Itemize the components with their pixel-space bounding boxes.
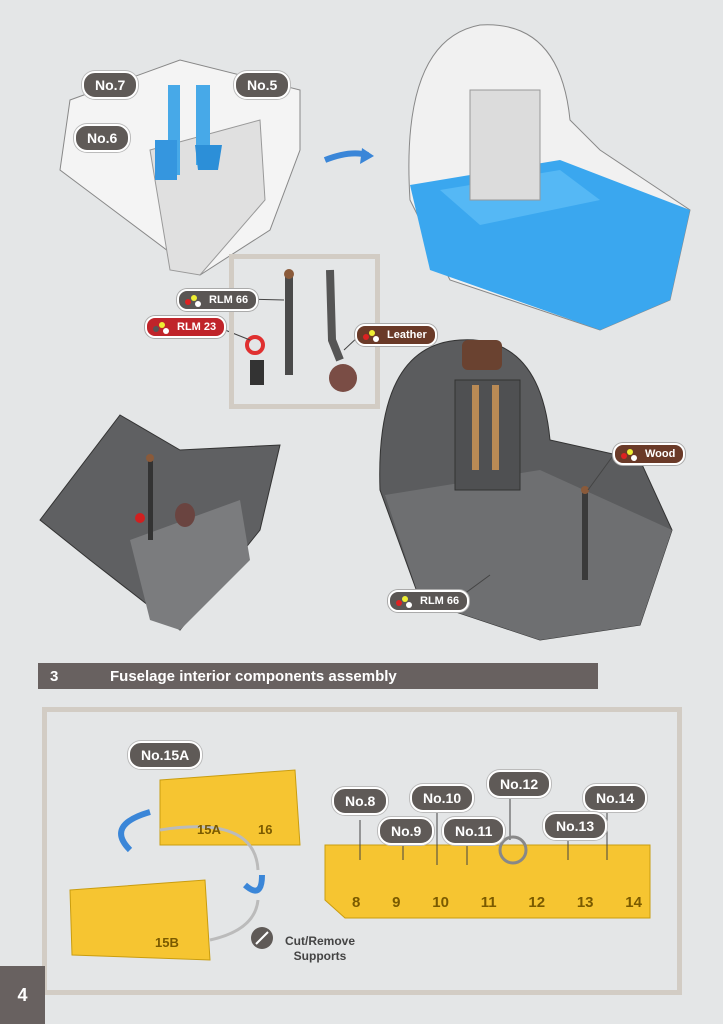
paint-palette-icon (151, 320, 173, 334)
sprue-label-16: 16 (258, 822, 273, 837)
cut-note: Cut/Remove Supports (285, 934, 355, 964)
sprue-label-15b: 15B (155, 935, 179, 950)
sprue-number: 13 (576, 894, 594, 911)
paint-rlm66: RLM 66 (177, 289, 259, 311)
sprue-8-14-illustration (324, 793, 651, 919)
sprue-15-illustration (69, 769, 301, 961)
cutter-icon (251, 927, 273, 949)
part-label-no10: No.10 (410, 784, 475, 812)
paint-label: RLM 66 (209, 294, 249, 306)
cut-note-line: Cut/Remove (285, 934, 356, 948)
cockpit-white-illustration (59, 59, 301, 276)
sprue-numbers: 8 9 10 11 12 13 14 (352, 894, 642, 911)
paint-rlm66-seat: RLM 66 (388, 590, 470, 612)
part-label-no9: No.9 (378, 817, 435, 845)
arrow-icon (118, 809, 151, 853)
paint-label: RLM 23 (177, 321, 217, 333)
paint-palette-icon (394, 594, 416, 608)
part-label-no14: No.14 (583, 784, 648, 812)
cockpit-grey-illustration (39, 414, 281, 631)
part-label-no6: No.6 (74, 124, 131, 152)
part-label-no12: No.12 (487, 770, 552, 798)
part-label-no7: No.7 (82, 71, 139, 99)
step-number: 3 (50, 667, 59, 685)
paint-leather: Leather (355, 324, 437, 346)
step-title: Fuselage interior components assembly (110, 667, 397, 685)
part-label-no13: No.13 (543, 812, 608, 840)
sprue-number: 9 (392, 894, 401, 911)
sprue-number: 11 (480, 894, 497, 911)
paint-label: Wood (645, 448, 676, 460)
sprue-number: 14 (625, 894, 642, 911)
sprue-number: 8 (352, 894, 361, 911)
arrow-icon (243, 874, 265, 894)
paint-label: Leather (387, 329, 427, 341)
sprue-number: 10 (432, 894, 449, 911)
control-sticks-illustration (245, 269, 357, 392)
step-frame (42, 707, 682, 995)
paint-palette-icon (361, 328, 383, 342)
cockpit-blue-illustration (408, 24, 691, 331)
cut-note-line: Supports (293, 949, 347, 963)
step-header: 3 Fuselage interior components assembly (38, 663, 598, 689)
paint-label: RLM 66 (420, 595, 460, 607)
part-label-no5: No.5 (234, 71, 291, 99)
paint-wood: Wood (613, 443, 686, 465)
part-label-no8: No.8 (332, 787, 389, 815)
paint-rlm23: RLM 23 (145, 316, 227, 338)
paint-palette-icon (183, 293, 205, 307)
paint-palette-icon (619, 447, 641, 461)
part-label-no11: No.11 (442, 817, 506, 845)
page-number: 4 (0, 966, 45, 1024)
sprue-number: 12 (528, 894, 546, 911)
part-label-no15a: No.15A (128, 741, 203, 769)
arrow-head-icon (360, 148, 374, 164)
sprue-label-15a: 15A (197, 822, 221, 837)
